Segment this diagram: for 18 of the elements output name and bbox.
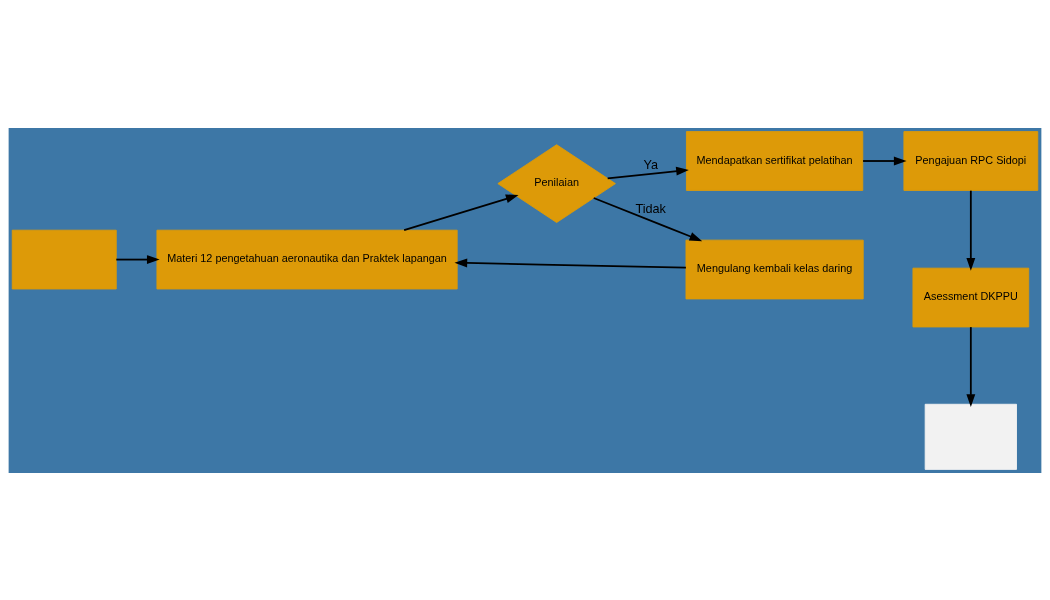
arrow bbox=[454, 258, 687, 269]
node-box bbox=[924, 403, 1017, 470]
node-box: Pengajuan RPC Sidopi bbox=[903, 130, 1039, 191]
node-box: Mengulang kembali kelas daring bbox=[685, 239, 864, 299]
node-box: Mendapatkan sertifikat pelatihan bbox=[685, 130, 864, 191]
arrow bbox=[403, 194, 519, 231]
arrow bbox=[966, 325, 976, 407]
edge-label: Tidak bbox=[635, 201, 666, 216]
arrow bbox=[966, 189, 976, 271]
arrow bbox=[862, 156, 907, 165]
node-diamond: Penilaian bbox=[497, 143, 616, 223]
node-box: Asessment DKPPU bbox=[912, 267, 1030, 327]
arrow bbox=[606, 166, 689, 179]
node-box bbox=[11, 229, 117, 289]
edge-label: Ya bbox=[643, 157, 658, 172]
arrow bbox=[115, 254, 160, 264]
node-box: Materi 12 pengetahuan aeronautika dan Praktek lapangan bbox=[156, 229, 458, 289]
arrow bbox=[592, 196, 703, 241]
